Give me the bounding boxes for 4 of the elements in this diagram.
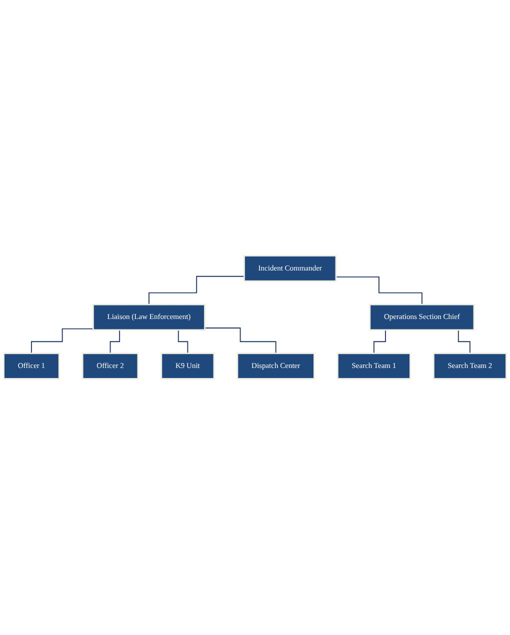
connector	[336, 276, 422, 306]
connector	[30, 328, 94, 354]
connector	[148, 276, 245, 306]
connector	[204, 328, 276, 354]
